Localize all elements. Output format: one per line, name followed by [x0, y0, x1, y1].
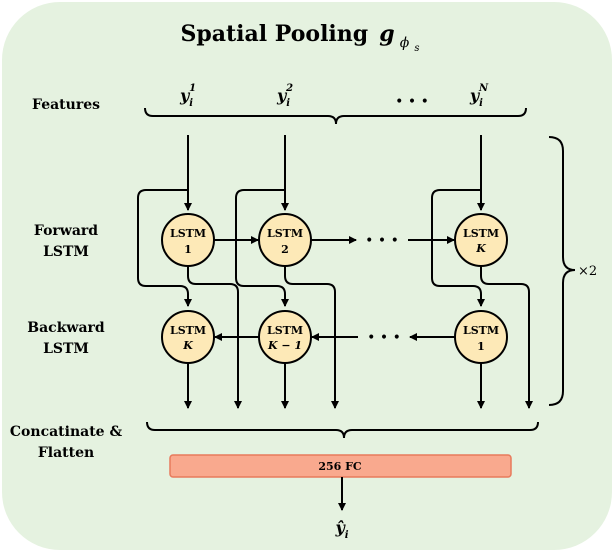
- skip-path-1: [137, 189, 192, 307]
- svg-text:K: K: [182, 339, 193, 352]
- repeat-brace: [548, 136, 576, 406]
- svg-text:LSTM: LSTM: [463, 324, 499, 337]
- skip-path-2: [235, 189, 289, 307]
- backward-lstm-node-k: LSTM K: [161, 310, 215, 364]
- svg-text:1: 1: [477, 340, 485, 353]
- svg-text:2: 2: [281, 243, 289, 256]
- forward-lstm-node-1: LSTM 1: [161, 213, 215, 267]
- features-ellipsis: • • •: [395, 94, 429, 110]
- forward-lstm-node-2: LSTM 2: [258, 213, 312, 267]
- repeat-label: ×2: [578, 264, 597, 279]
- svg-text:LSTM: LSTM: [170, 227, 206, 240]
- features-label: Features: [32, 97, 100, 113]
- backward-lstm-node-1: LSTM 1: [454, 310, 508, 364]
- svg-text:K − 1: K − 1: [267, 339, 302, 352]
- forward-out-1: [187, 264, 242, 409]
- backward-ellipsis: • • •: [367, 330, 401, 346]
- forward-label-line1: Forward: [34, 223, 98, 239]
- feature-label-n: yiN: [469, 83, 489, 109]
- svg-text:K: K: [475, 242, 486, 255]
- svg-text:LSTM: LSTM: [170, 324, 206, 337]
- svg-text:1: 1: [184, 243, 192, 256]
- forward-ellipsis: • • •: [365, 233, 399, 249]
- diagram-title: Spatial Pooling g ϕ s: [180, 21, 419, 54]
- svg-text:LSTM: LSTM: [463, 227, 499, 240]
- concat-label-line1: Concatinate &: [10, 424, 123, 440]
- concat-brace: [146, 421, 539, 439]
- forward-out-2: [284, 264, 339, 409]
- forward-lstm-node-k: LSTM K: [454, 213, 508, 267]
- fc-layer-label: 256 FC: [318, 460, 362, 473]
- forward-out-n: [480, 264, 533, 409]
- svg-text:LSTM: LSTM: [267, 227, 303, 240]
- concat-label-line2: Flatten: [38, 445, 94, 461]
- forward-label-line2: LSTM: [43, 244, 89, 260]
- features-brace: [144, 107, 527, 125]
- feature-label-1: yi1: [179, 83, 196, 109]
- backward-label-line1: Backward: [27, 320, 105, 336]
- output-label: ŷi: [334, 518, 348, 541]
- feature-label-2: yi2: [276, 83, 293, 109]
- svg-text:LSTM: LSTM: [267, 324, 303, 337]
- backward-lstm-node-k-minus-1: LSTM K − 1: [258, 310, 312, 364]
- backward-label-line2: LSTM: [43, 341, 89, 357]
- skip-path-n: [431, 189, 485, 307]
- fc-layer-box: [169, 454, 512, 478]
